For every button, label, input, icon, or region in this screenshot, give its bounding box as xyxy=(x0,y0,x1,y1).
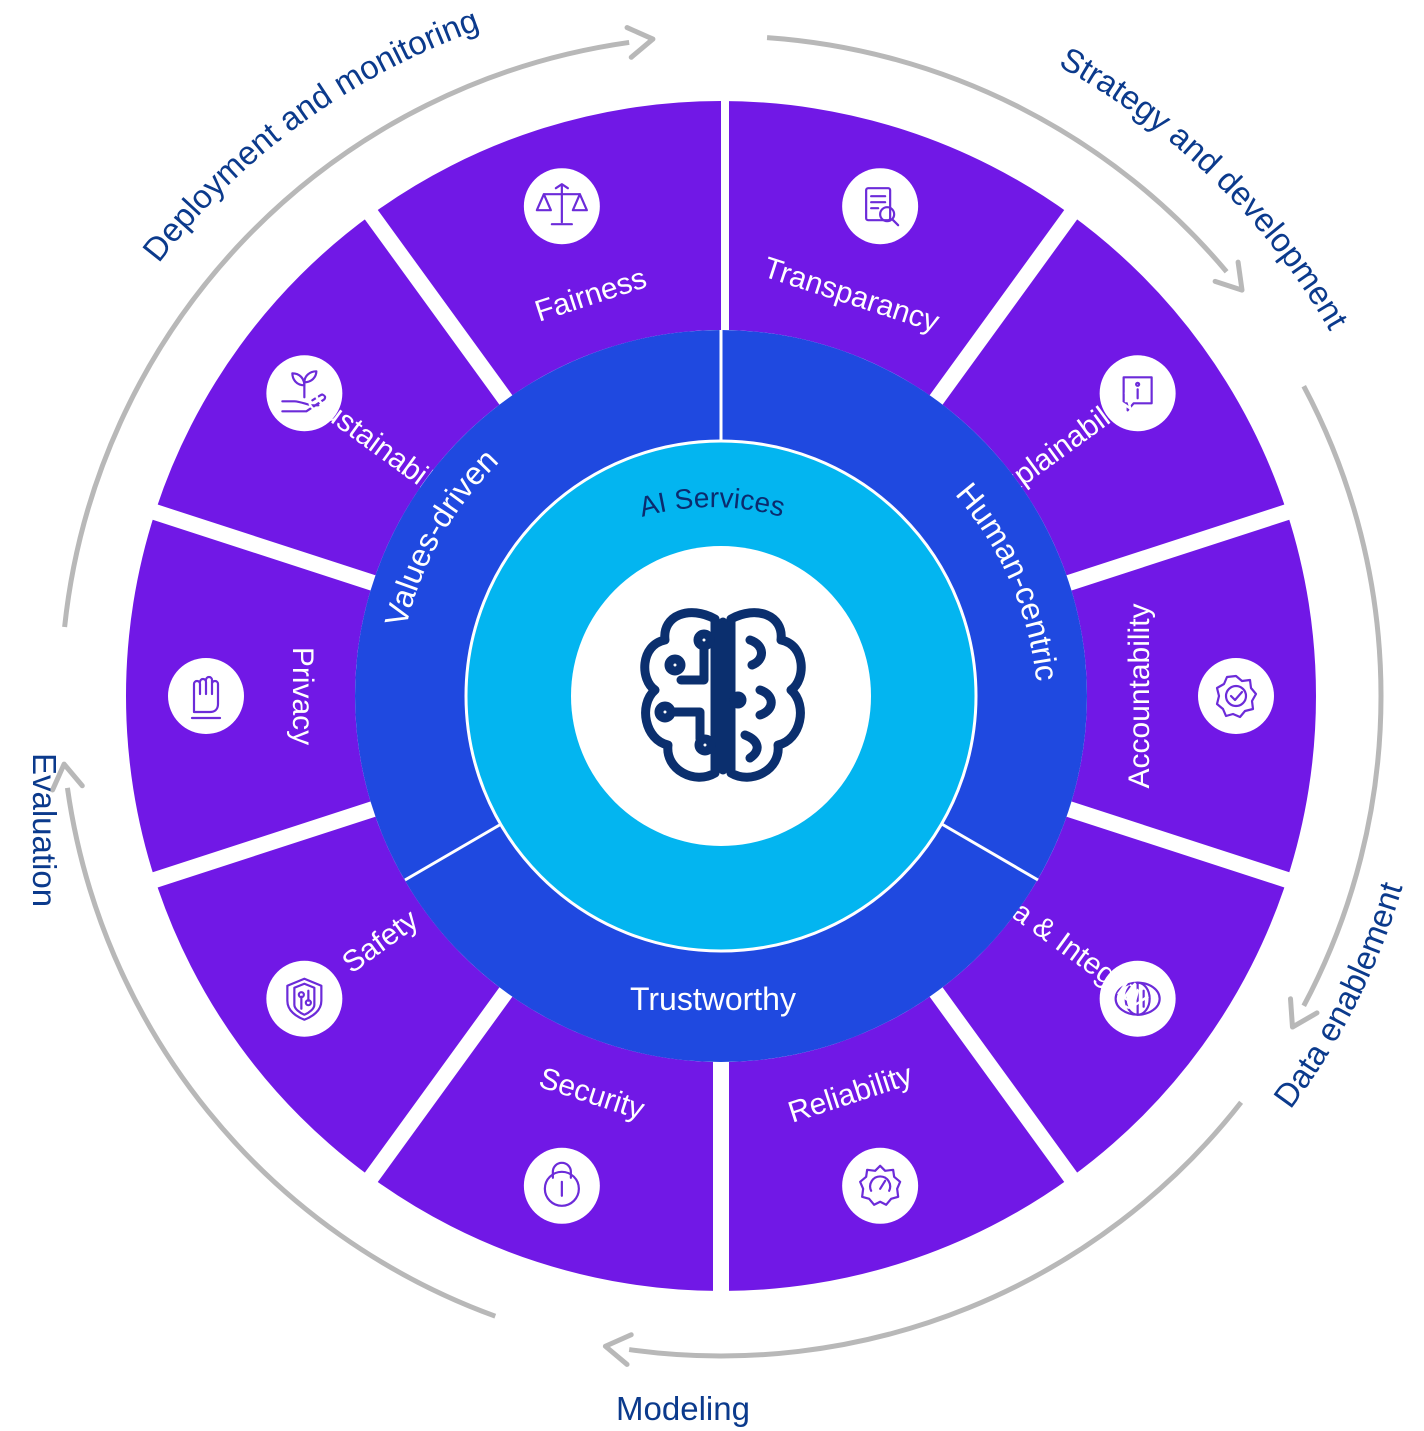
segment-label-accountability: Accountability xyxy=(1123,603,1156,788)
document-search-icon xyxy=(842,168,919,245)
raised-hand-icon xyxy=(168,658,244,734)
cycle-arc xyxy=(1301,384,1384,1008)
segment-gap xyxy=(1064,800,1294,889)
data-ring-icon xyxy=(1099,960,1176,1037)
cycle-evaluation-label: Evaluation xyxy=(26,753,63,907)
cycle-arrowhead xyxy=(602,1332,634,1367)
lifecycle-arrows xyxy=(50,25,1384,1367)
segment-gap xyxy=(928,985,1080,1186)
info-chat-icon xyxy=(1099,355,1176,432)
brain-circuit-icon xyxy=(640,608,806,782)
ring-divider-right xyxy=(939,821,1039,882)
cycle-arc xyxy=(628,1100,1244,1359)
trustworthy-label: Trustworthy xyxy=(630,981,796,1017)
segment-gap xyxy=(928,206,1080,407)
segment-gap xyxy=(362,206,514,407)
segment-accountability xyxy=(1069,512,1316,880)
segment-gap xyxy=(148,800,378,889)
gear-gauge-icon xyxy=(842,1147,919,1224)
cycle-arc xyxy=(766,35,1229,274)
segment-gap xyxy=(362,985,514,1186)
lock-icon xyxy=(523,1147,600,1224)
ring-divider-left xyxy=(404,821,504,882)
cycle-arrowhead xyxy=(50,761,85,793)
cycle-arc xyxy=(62,39,630,628)
scales-icon xyxy=(523,168,600,245)
cycle-data-label: Data enablement xyxy=(1266,878,1409,1114)
cycle-arc xyxy=(64,787,497,1319)
shield-circuit-icon xyxy=(266,960,343,1037)
cycle-arrowhead xyxy=(1288,996,1320,1030)
verified-badge-icon xyxy=(1198,658,1274,734)
segment-label-privacy: Privacy xyxy=(286,647,319,745)
cycle-modeling-label: Modeling xyxy=(616,1390,750,1427)
segment-gap xyxy=(148,503,378,592)
cycle-arrowhead xyxy=(624,25,656,60)
segment-gap xyxy=(1064,503,1294,592)
cycle-arrowhead xyxy=(1212,259,1245,293)
segment-privacy xyxy=(125,512,373,880)
outer-ring: TransparancyExplainabilityAccountability… xyxy=(125,97,1316,1295)
plant-hand-icon xyxy=(266,355,343,432)
